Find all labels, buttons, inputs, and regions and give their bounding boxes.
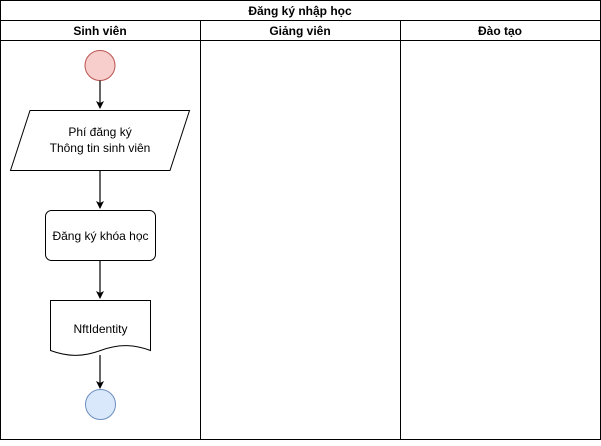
- start-node: [84, 50, 116, 81]
- lane-header-sinh-vien: Sinh viên: [73, 24, 126, 38]
- data-input-shape: [9, 110, 191, 171]
- process-label: Đăng ký khóa học: [52, 229, 148, 243]
- lane-header-giang-vien: Giảng viên: [269, 24, 330, 38]
- data-input-line2: Thông tin sinh viên: [50, 141, 151, 155]
- document-label: NftIdentity: [73, 322, 127, 336]
- end-node: [85, 389, 116, 420]
- document-shape: [50, 300, 151, 356]
- lane-header-dao-tao: Đào tạo: [478, 24, 522, 38]
- diagram-title: Đăng ký nhập học: [248, 4, 352, 18]
- data-input-line1: Phí đăng ký: [68, 125, 131, 139]
